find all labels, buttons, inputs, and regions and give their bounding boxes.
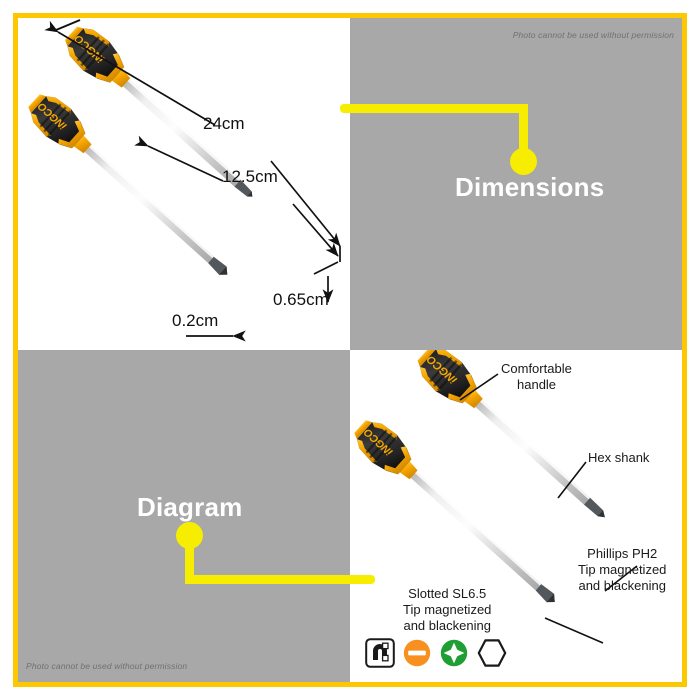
dimline-125cm-lower (292, 203, 339, 257)
watermark-top-right: Photo cannot be used without permission (512, 30, 674, 40)
annotation-line-2: Tip magnetized (578, 562, 667, 577)
diagram-photo-svg: iNGCO iNGCO (354, 350, 638, 644)
leader-comfortable-handle (459, 373, 499, 401)
dimension-label-shank-width: 0.65cm (273, 290, 329, 309)
annotation-line-3: and blackening (403, 618, 491, 633)
connector-diagram-horizontal (185, 575, 375, 584)
magnet-icon (365, 638, 395, 668)
dimension-label-overall-length: 24cm (203, 114, 245, 133)
screwdriver-slotted: iNGCO (354, 420, 555, 603)
annotation-line-1: Comfortable (501, 361, 572, 376)
screwdriver-phillips: iNGCO (417, 350, 605, 518)
dimline-24cm-upper (44, 20, 216, 126)
dimension-lines (44, 19, 341, 342)
annotation-line-2: handle (517, 377, 557, 392)
annotation-comfortable-handle: Comfortable handle (501, 361, 572, 393)
dimension-label-shank-length: 12.5cm (222, 167, 278, 186)
dimline-125cm-upper (134, 135, 224, 182)
leader-hex-shank (557, 461, 587, 499)
panel-diagram-photo: iNGCO iNGCO (350, 350, 682, 682)
annotation-line-1: Slotted SL6.5 (408, 586, 487, 601)
leader-lines (459, 373, 638, 644)
panel-dimensions-caption (350, 18, 682, 350)
panel-diagram-caption (18, 350, 350, 682)
dimension-label-tip-thickness: 0.2cm (172, 311, 219, 330)
feature-icon-strip (365, 638, 508, 668)
panel-dimensions-photo: iNGCO iNGCO (18, 18, 350, 350)
annotation-line-1: Phillips PH2 (587, 546, 658, 561)
annotation-line-2: Tip magnetized (403, 602, 492, 617)
connector-dimensions-dot (510, 148, 537, 175)
screwdriver-upper: iNGCO (65, 26, 253, 197)
dimtie-bottom (313, 261, 339, 275)
annotation-line-1: Hex shank (588, 450, 650, 465)
annotation-slotted-tip: Slotted SL6.5 Tip magnetized and blacken… (403, 586, 491, 634)
annotation-hex-shank: Hex shank (588, 450, 649, 466)
leader-slotted-tip (544, 617, 604, 644)
dimensions-photo-svg: iNGCO iNGCO (28, 19, 341, 342)
connector-diagram-vertical (185, 535, 194, 584)
connector-dimensions-horizontal (340, 104, 528, 113)
watermark-bottom-left: Photo cannot be used without permission (26, 661, 188, 671)
hex-shank-icon (477, 639, 507, 667)
slotted-bit-icon (403, 639, 431, 667)
caption-diagram: Diagram (137, 492, 243, 522)
annotation-line-3: and blackening (578, 578, 666, 593)
leader-phillips-tip (604, 565, 638, 592)
dimline-24cm-lower (270, 160, 341, 247)
connector-dimensions-vertical (519, 104, 528, 160)
dimtick-24cm (55, 19, 81, 31)
annotation-phillips-tip: Phillips PH2 Tip magnetized and blackeni… (578, 546, 666, 594)
phillips-bit-icon (440, 639, 468, 667)
caption-dimensions: Dimensions (455, 172, 605, 202)
screwdriver-lower: iNGCO (28, 94, 228, 275)
